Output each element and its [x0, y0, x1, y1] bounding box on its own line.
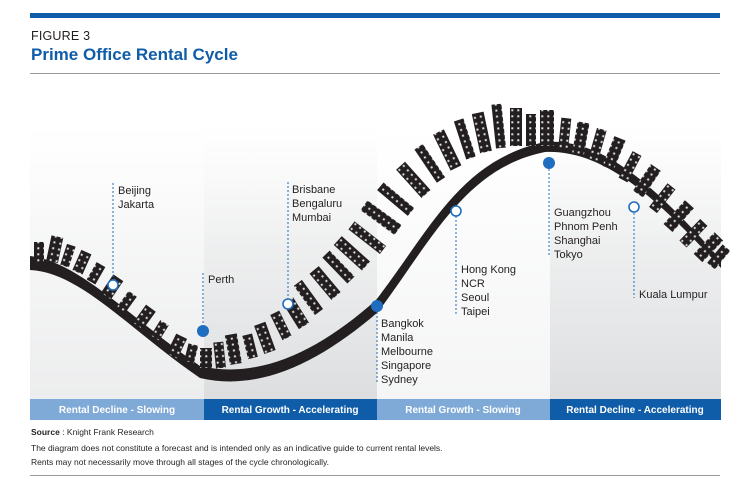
- marker-guangzhou-group: Guangzhou Phnom Penh Shanghai Tokyo: [543, 157, 618, 261]
- phase-label-2: Rental Growth - Accelerating: [222, 405, 359, 416]
- title-divider: [30, 73, 720, 74]
- phase-label-4: Rental Decline - Accelerating: [566, 405, 703, 416]
- source-line: Source : Knight Frank Research: [31, 427, 154, 437]
- marker-kuala-lumpur: Kuala Lumpur: [628, 201, 708, 301]
- city-label: Kuala Lumpur: [639, 289, 708, 301]
- city-label: Manila: [381, 332, 414, 344]
- city-label: Singapore: [381, 360, 431, 372]
- bottom-divider: [30, 475, 720, 476]
- marker-brisbane-bengaluru-mumbai: Brisbane Bengaluru Mumbai: [282, 182, 342, 310]
- city-label: Tokyo: [554, 249, 583, 261]
- city-label: Brisbane: [292, 184, 335, 196]
- filled-marker: [543, 157, 555, 169]
- marker-hong-kong-group: Hong Kong NCR Seoul Taipei: [450, 205, 516, 318]
- city-label: Mumbai: [292, 212, 331, 224]
- city-label: Hong Kong: [461, 264, 516, 276]
- filled-marker: [197, 325, 209, 337]
- disclaimer-note-2: Rents may not necessarily move through a…: [31, 457, 329, 467]
- city-label: NCR: [461, 278, 485, 290]
- phase-segment-1: [30, 399, 204, 420]
- city-label: Seoul: [461, 292, 489, 304]
- filled-marker: [371, 300, 383, 312]
- disclaimer-note-1: The diagram does not constitute a foreca…: [31, 443, 443, 453]
- open-marker: [107, 279, 119, 291]
- open-marker: [282, 298, 294, 310]
- source-label: Source: [31, 427, 60, 437]
- skyline-buildings: [34, 103, 731, 369]
- city-label: Bengaluru: [292, 198, 342, 210]
- phase-background-4: [550, 125, 721, 405]
- figure-label: FIGURE 3: [31, 29, 91, 43]
- phase-label-3: Rental Growth - Slowing: [405, 405, 521, 416]
- city-label: Sydney: [381, 374, 418, 386]
- figure-title: Prime Office Rental Cycle: [31, 45, 238, 64]
- phase-segment-3: [377, 399, 550, 420]
- open-marker: [628, 201, 640, 213]
- city-label: Perth: [208, 274, 234, 286]
- marker-beijing-jakarta: Beijing Jakarta: [107, 183, 155, 291]
- phase-label-1: Rental Decline - Slowing: [59, 405, 175, 416]
- city-label: Phnom Penh: [554, 221, 618, 233]
- city-label: Bangkok: [381, 318, 424, 330]
- phase-segment-4: [550, 399, 721, 420]
- city-label: Shanghai: [554, 235, 601, 247]
- city-label: Beijing: [118, 185, 151, 197]
- open-marker: [450, 205, 462, 217]
- marker-bangkok-group: Bangkok Manila Melbourne Singapore Sydne…: [371, 300, 433, 386]
- marker-perth: Perth: [197, 273, 234, 337]
- city-label: Melbourne: [381, 346, 433, 358]
- top-accent-rule: [30, 13, 720, 18]
- city-label: Jakarta: [118, 199, 155, 211]
- source-text: : Knight Frank Research: [59, 427, 154, 437]
- phase-segment-2: [204, 399, 377, 420]
- city-label: Guangzhou: [554, 207, 611, 219]
- city-label: Taipei: [461, 306, 490, 318]
- phase-bar: Rental Decline - Slowing Rental Growth -…: [30, 399, 721, 420]
